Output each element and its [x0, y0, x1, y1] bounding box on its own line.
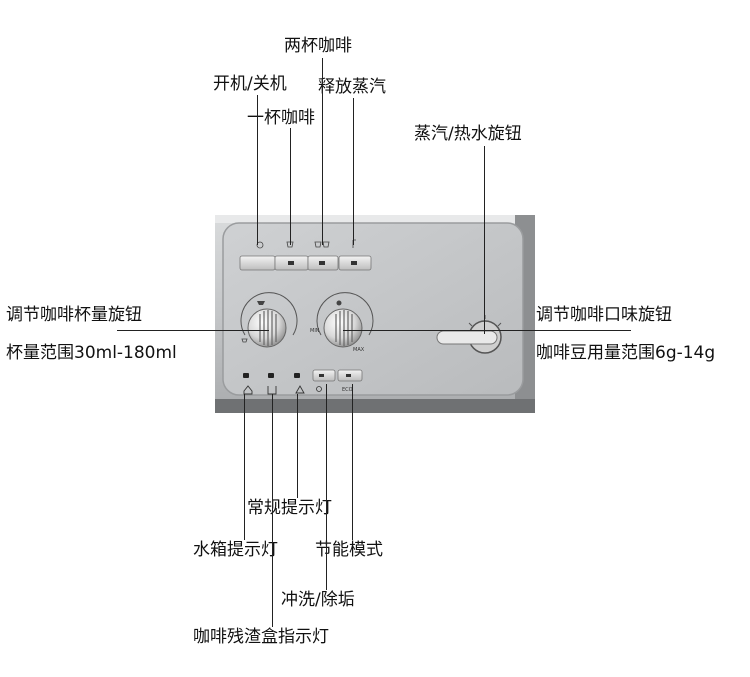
leader-eco	[352, 384, 353, 540]
leader-grounds-container	[272, 394, 273, 627]
label-cup-volume-range: 杯量范围30ml-180ml	[6, 343, 177, 363]
label-taste-knob: 调节咖啡口味旋钮	[536, 305, 672, 325]
power-button[interactable]	[239, 255, 276, 271]
label-two-cup-coffee: 两杯咖啡	[284, 36, 352, 56]
cup-volume-dial-ring	[240, 292, 298, 336]
taste-min-mark: MIN	[310, 328, 320, 334]
label-grounds-container-light: 咖啡残渣盒指示灯	[193, 627, 329, 647]
leader-steam-knob	[484, 146, 485, 334]
label-one-cup-coffee: 一杯咖啡	[247, 108, 315, 128]
cup-volume-knob[interactable]	[247, 308, 287, 348]
general-warning-light	[294, 373, 300, 378]
machine-top-edge	[215, 215, 535, 223]
one-cup-button-light	[288, 261, 294, 265]
two-cup-button-light	[319, 261, 325, 265]
leader-rinse	[326, 384, 327, 590]
cup-volume-knob-grip	[259, 310, 277, 346]
steam-button-light	[351, 261, 357, 265]
taste-knob-grip	[335, 310, 353, 346]
label-eco-mode: 节能模式	[315, 540, 383, 560]
cup-volume-large-cup-icon	[257, 301, 265, 305]
cup-volume-small-cup-icon	[241, 338, 248, 343]
leader-water-tank	[244, 394, 245, 540]
power-symbol-icon	[256, 241, 264, 249]
taste-dial-ring	[316, 292, 374, 336]
rinse-symbol-icon	[316, 386, 322, 392]
leader-two-cup	[322, 58, 323, 245]
label-power: 开机/关机	[213, 74, 287, 94]
rinse-button-light	[319, 374, 324, 377]
one-cup-symbol-icon	[286, 241, 294, 248]
label-cup-volume-knob: 调节咖啡杯量旋钮	[6, 305, 142, 325]
steam-knob-lever[interactable]	[436, 330, 498, 345]
taste-knob[interactable]	[323, 308, 363, 348]
general-warning-symbol-icon	[295, 385, 305, 394]
leader-general-warning	[297, 394, 298, 498]
machine-bottom-dark	[215, 399, 535, 413]
water-tank-symbol-icon	[243, 385, 253, 395]
leader-steam-release	[353, 98, 354, 245]
leader-one-cup	[290, 128, 291, 245]
leader-taste	[343, 330, 631, 331]
label-steam-hot-water-knob: 蒸汽/热水旋钮	[414, 124, 522, 144]
label-rinse-descale: 冲洗/除垢	[281, 590, 355, 610]
two-cup-symbol-icon	[314, 241, 330, 248]
leader-power	[257, 95, 258, 245]
label-bean-range: 咖啡豆用量范围6g-14g	[536, 343, 716, 363]
grounds-container-light	[268, 373, 274, 378]
taste-max-mark: MAX	[353, 347, 365, 353]
eco-button-light	[346, 374, 351, 377]
label-general-warning-light: 常规提示灯	[247, 498, 332, 518]
taste-bean-icon	[336, 300, 342, 306]
leader-cup-volume	[117, 330, 269, 331]
eco-mark: ECO	[342, 387, 353, 393]
label-steam-release: 释放蒸汽	[318, 77, 386, 97]
label-water-tank-light: 水箱提示灯	[193, 540, 278, 560]
water-tank-light	[243, 373, 249, 378]
steam-knob-dial-ticks	[468, 315, 502, 327]
coffee-machine-control-panel: MIN MAX ECO	[215, 215, 535, 413]
